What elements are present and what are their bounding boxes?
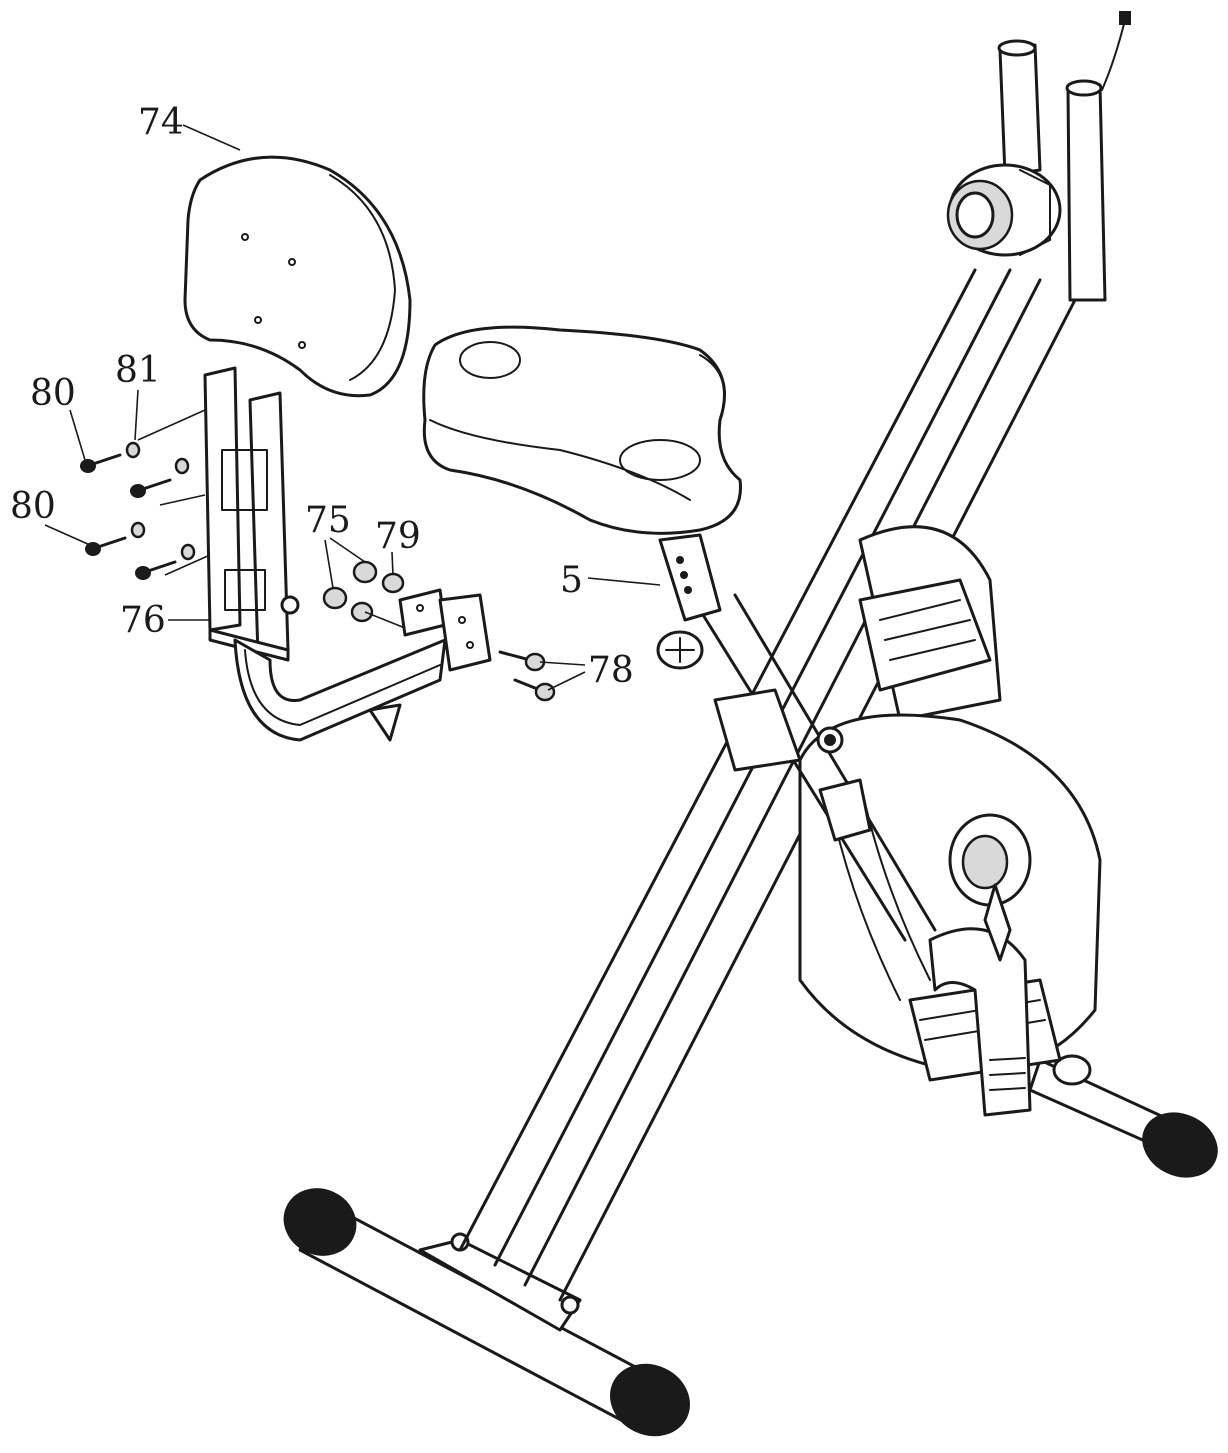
rear-frame xyxy=(698,593,937,942)
callout-5: 5 xyxy=(560,560,583,601)
bolts-80 xyxy=(80,453,177,580)
front-stabilizer xyxy=(283,1188,690,1437)
callout-78: 78 xyxy=(588,650,634,691)
callout-74: 74 xyxy=(138,102,184,143)
leader-lines xyxy=(44,124,661,691)
mount-bracket xyxy=(398,588,492,672)
callout-76: 76 xyxy=(120,600,166,641)
callout-79: 79 xyxy=(375,516,421,557)
saddle xyxy=(422,325,742,535)
nuts-75 xyxy=(322,560,378,610)
backrest-frame xyxy=(203,366,447,742)
seat-post xyxy=(656,533,722,670)
washers-81 xyxy=(125,441,196,561)
bolts-78 xyxy=(498,650,556,702)
callout-labels: 74 81 80 80 75 79 5 76 78 xyxy=(10,102,634,691)
callout-81: 81 xyxy=(115,350,161,391)
rear-stabilizer xyxy=(1028,1054,1218,1178)
backrest-pad xyxy=(183,155,412,398)
callout-75: 75 xyxy=(305,500,351,541)
callout-80-top: 80 xyxy=(30,373,76,414)
callout-80-bottom: 80 xyxy=(10,486,56,527)
flywheel-housing xyxy=(798,525,1102,1117)
